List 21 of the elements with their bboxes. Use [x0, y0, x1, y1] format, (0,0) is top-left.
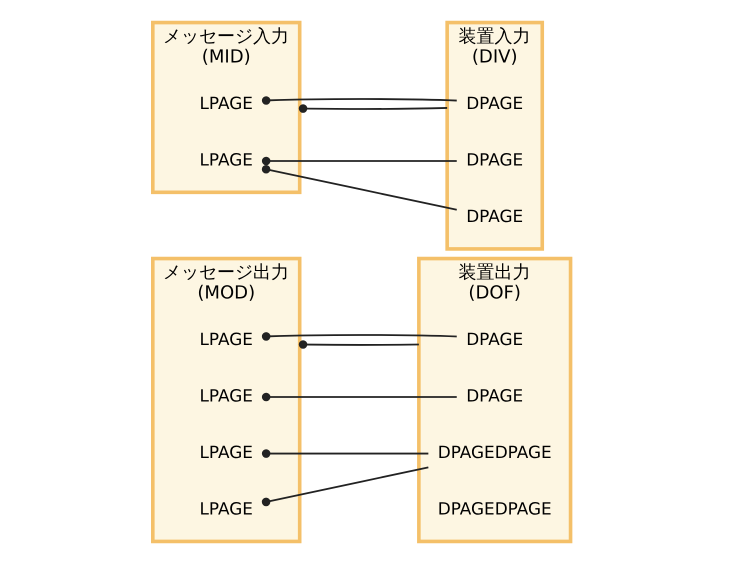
node-text: DPAGEDPAGE [438, 442, 552, 462]
node-text: LPAGE [200, 442, 253, 462]
connector [298, 104, 448, 113]
connector [262, 332, 457, 341]
node-text: LPAGE [200, 149, 253, 170]
node-text: LPAGE [200, 92, 253, 113]
node-text: LPAGE [200, 385, 253, 406]
connector [262, 466, 429, 506]
node-text: DPAGE [466, 328, 524, 349]
node-text: LPAGE [200, 498, 253, 519]
node-text: DPAGE [466, 385, 524, 406]
connector [262, 96, 457, 105]
node-text: DPAGEDPAGE [438, 498, 552, 519]
connector [262, 156, 457, 166]
node-text: LPAGE [200, 328, 253, 349]
connector [262, 392, 457, 402]
connector [298, 340, 419, 349]
node-text: DPAGE [466, 206, 524, 226]
node-text: DPAGE [466, 92, 524, 113]
node-text: DPAGE [466, 149, 524, 170]
connector [262, 449, 428, 458]
